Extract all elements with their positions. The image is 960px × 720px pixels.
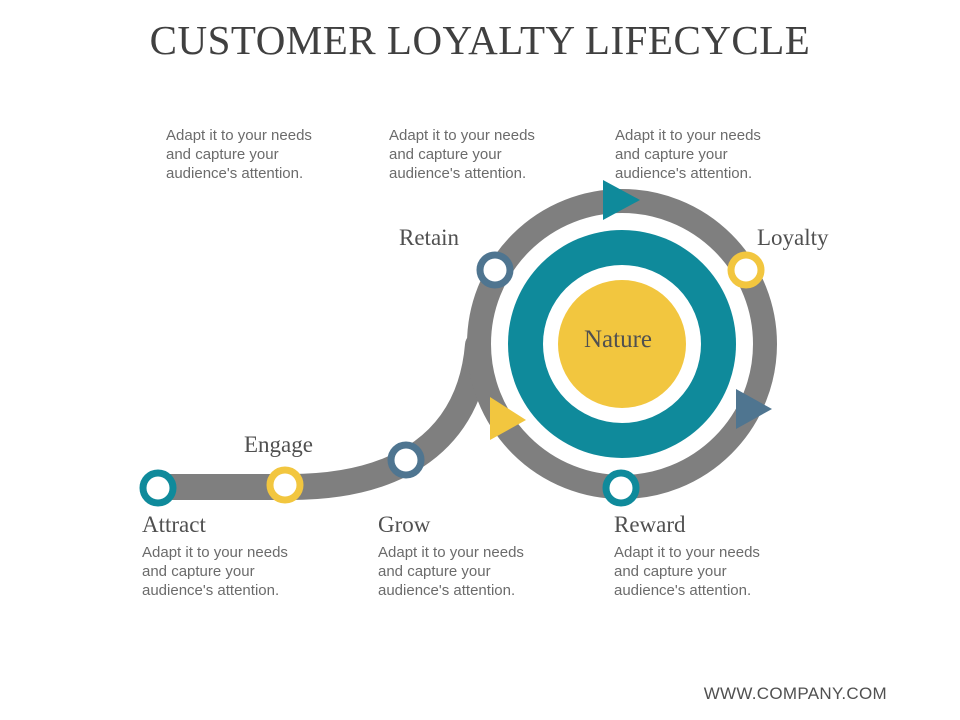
attract-marker (139, 469, 177, 507)
desc-line: audience's attention. (614, 582, 752, 599)
arrow-right-icon (736, 389, 772, 429)
arrow-top-icon (603, 180, 640, 220)
center-label: Nature (583, 326, 653, 353)
desc-line: Adapt it to your needs (166, 127, 312, 144)
desc-line: and capture your (615, 146, 728, 163)
desc-line: and capture your (142, 563, 255, 580)
desc-line: and capture your (166, 146, 279, 163)
desc-line: Adapt it to your needs (378, 544, 524, 561)
engage-marker (266, 466, 304, 504)
retain-description: Adapt it to your needs and capture your … (389, 126, 589, 183)
grow-marker (387, 441, 425, 479)
lifecycle-path (145, 332, 491, 500)
loyalty-description: Adapt it to your needs and capture your … (615, 126, 815, 183)
desc-line: Adapt it to your needs (142, 544, 288, 561)
desc-line: Adapt it to your needs (614, 544, 760, 561)
nature-core (558, 280, 686, 408)
page-title: CUSTOMER LOYALTY LIFECYCLE (149, 17, 811, 63)
attract-description: Adapt it to your needs and capture your … (142, 543, 342, 600)
desc-line: audience's attention. (615, 165, 753, 182)
desc-line: audience's attention. (378, 582, 516, 599)
retain-label: Retain (399, 225, 460, 250)
desc-line: audience's attention. (389, 165, 527, 182)
arrow-left-icon (490, 397, 526, 440)
grow-label: Grow (378, 512, 431, 537)
desc-line: and capture your (389, 146, 502, 163)
attract-label: Attract (142, 512, 206, 537)
loyalty-label: Loyalty (757, 225, 829, 250)
desc-line: Adapt it to your needs (615, 127, 761, 144)
reward-description: Adapt it to your needs and capture your … (614, 543, 814, 600)
desc-line: Adapt it to your needs (389, 127, 535, 144)
grow-description: Adapt it to your needs and capture your … (378, 543, 578, 600)
reward-label: Reward (614, 512, 686, 537)
retain-marker (476, 251, 514, 289)
desc-line: and capture your (614, 563, 727, 580)
desc-line: audience's attention. (166, 165, 304, 182)
engage-label: Engage (244, 432, 313, 457)
retain-left-description: Adapt it to your needs and capture your … (166, 126, 366, 183)
desc-line: audience's attention. (142, 582, 280, 599)
company-url[interactable]: WWW.COMPANY.COM (703, 684, 887, 703)
loyalty-marker (727, 251, 765, 289)
desc-line: and capture your (378, 563, 491, 580)
reward-marker (602, 469, 640, 507)
